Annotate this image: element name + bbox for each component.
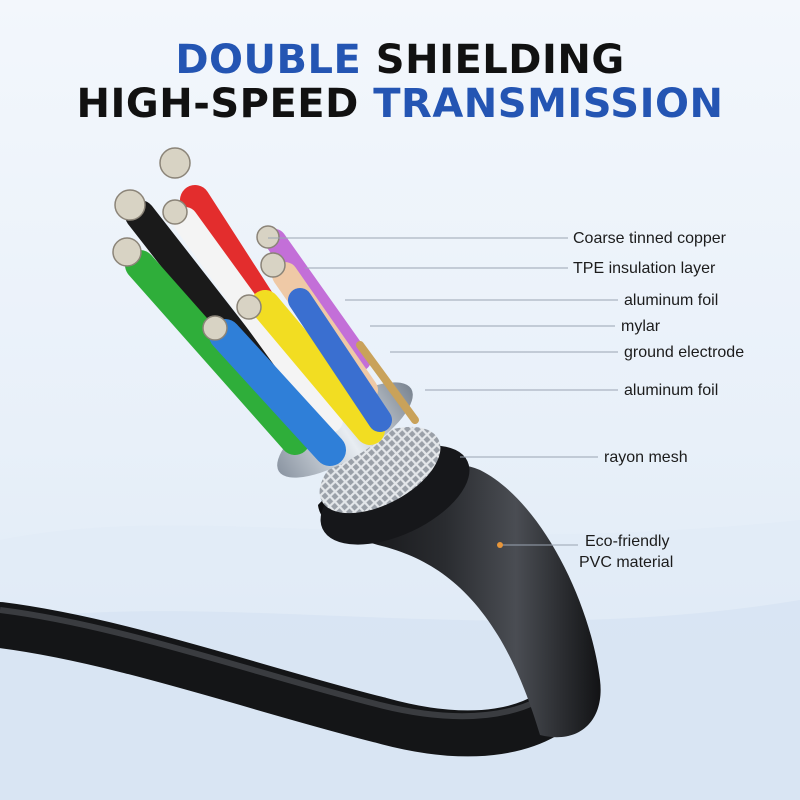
copper-tips [112, 147, 286, 341]
callout-dot [497, 542, 503, 548]
strand-tip [236, 294, 262, 320]
wire-blue [209, 319, 346, 466]
callout-ground-electrode: ground electrode [624, 344, 745, 361]
headline-word-double: DOUBLE [175, 37, 362, 83]
strand-tip [114, 189, 146, 221]
strand-tip [162, 199, 188, 225]
headline-line-2: HIGH-SPEED TRANSMISSION [0, 84, 800, 124]
cable-highlight [0, 607, 563, 720]
callout-aluminum-foil-inner: aluminum foil [624, 292, 719, 309]
wire-yellow [250, 290, 385, 445]
wire-green [125, 250, 310, 455]
strand-tip [112, 237, 142, 267]
callout-aluminum-foil-outer: aluminum foil [624, 382, 719, 399]
headline-word-shielding: SHIELDING [375, 37, 625, 83]
callout-rayon-mesh: rayon mesh [604, 449, 688, 466]
callout-coarse-tinned-copper: Coarse tinned copper [573, 230, 726, 247]
wire-bundle [125, 185, 419, 466]
headline-line-1: DOUBLE SHIELDING [0, 40, 800, 80]
headline-word-high-speed: HIGH-SPEED [76, 81, 359, 127]
strand-tip [256, 225, 280, 249]
wire-blue-2 [288, 288, 392, 432]
rayon-mesh [319, 426, 441, 514]
wire-white [172, 207, 343, 433]
callout-pvc-line-2: PVC material [579, 553, 674, 571]
ground-wire [356, 341, 419, 424]
callout-mylar: mylar [621, 318, 661, 335]
callout-pvc-material: Eco-friendly PVC material [579, 532, 673, 574]
strand-tip [202, 315, 228, 341]
callout-tpe-insulation-layer: TPE insulation layer [573, 260, 716, 277]
headline-word-transmission: TRANSMISSION [373, 81, 724, 127]
callout-lines [268, 237, 618, 546]
callout-pvc-line-1: Eco-friendly [585, 533, 670, 550]
strand-tip [159, 147, 191, 179]
cable-loop [0, 602, 598, 757]
strand-tip [260, 252, 286, 278]
